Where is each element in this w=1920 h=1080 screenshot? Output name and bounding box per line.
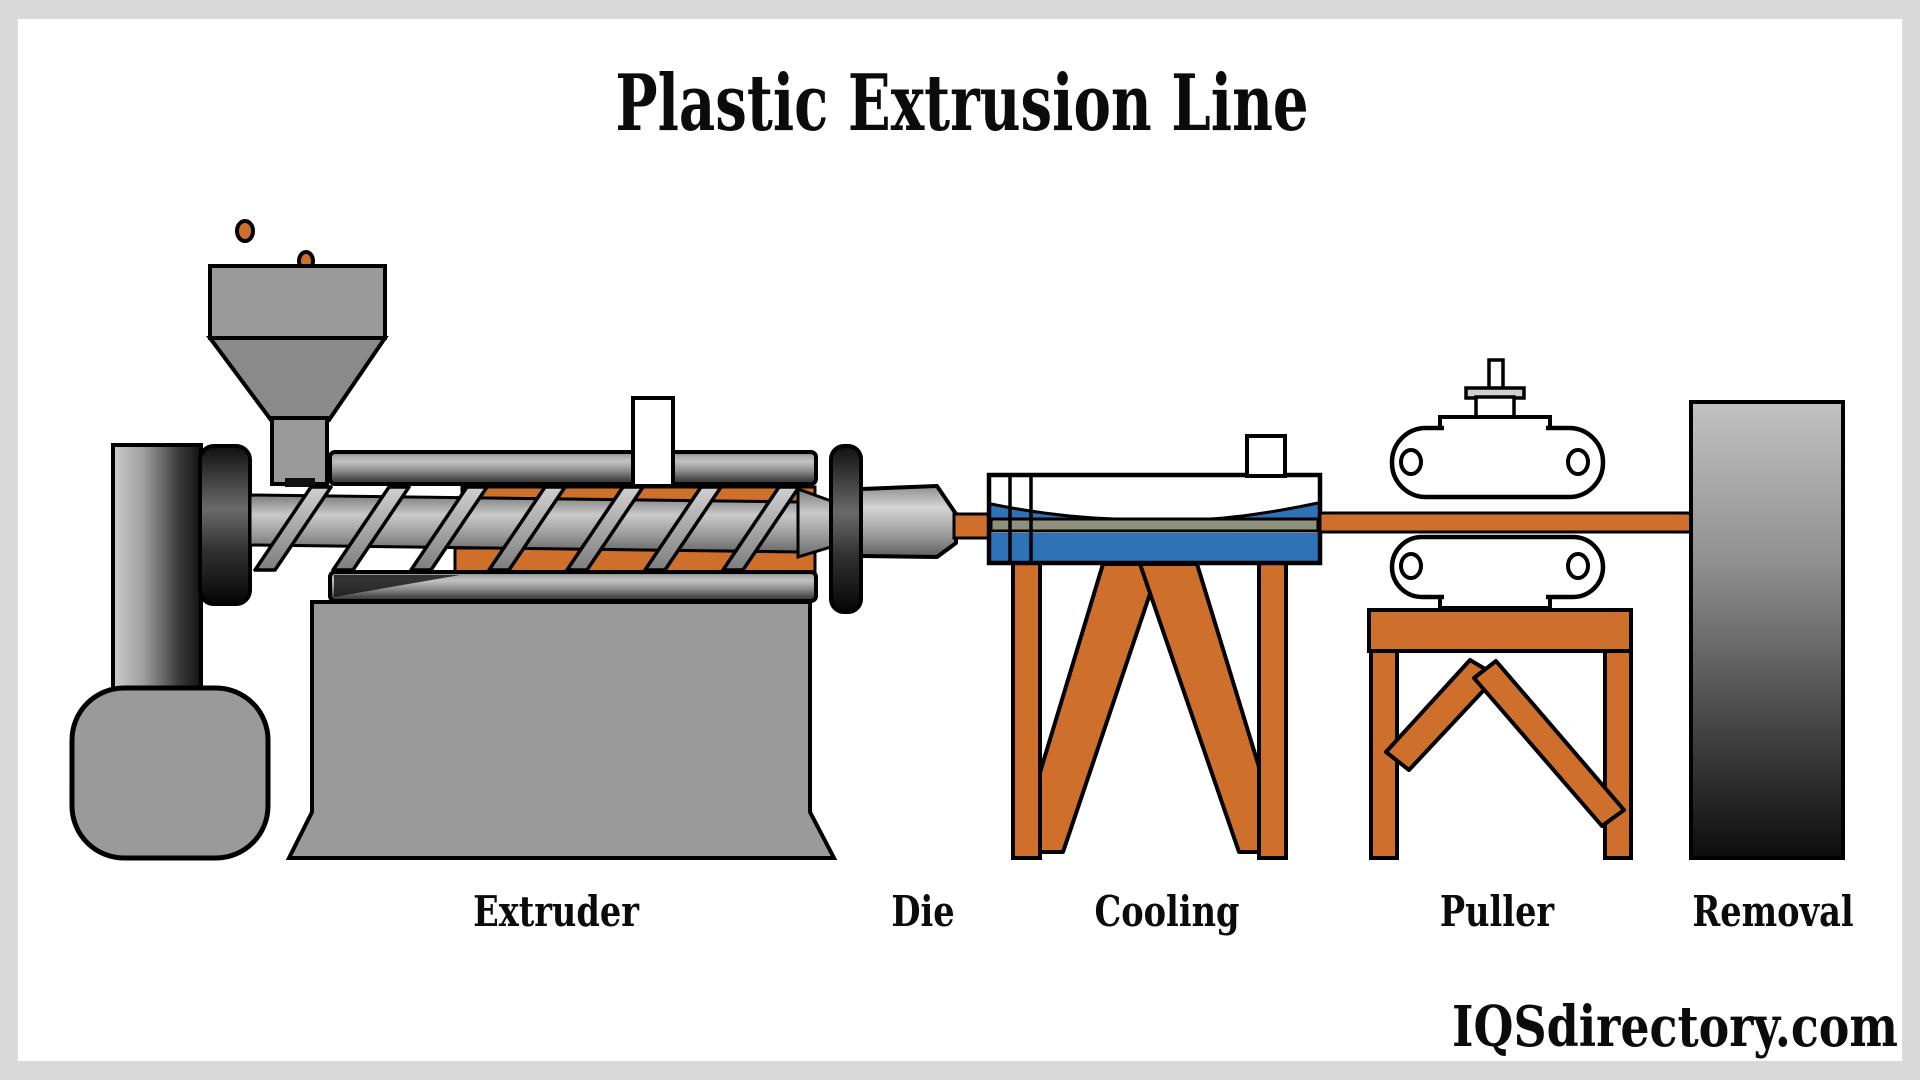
label-cooling: Cooling xyxy=(1095,886,1240,936)
cooling-assembly xyxy=(986,434,1323,860)
diagram-title: Plastic Extrusion Line xyxy=(615,58,1308,150)
extrudate-line xyxy=(1318,511,1695,534)
roller-bolt-hole xyxy=(1399,552,1423,580)
puller-table-top xyxy=(1367,608,1633,653)
stage-labels: Extruder Die Cooling Puller Removal xyxy=(473,886,1854,936)
roller-bolt-hole xyxy=(1399,448,1423,476)
cooled-extrudate-strand xyxy=(989,517,1320,533)
label-removal: Removal xyxy=(1692,886,1853,936)
puller-stand-leg xyxy=(1603,649,1633,860)
extrudate-from-die xyxy=(952,512,992,540)
motor-base xyxy=(69,685,271,861)
die-assembly xyxy=(796,444,992,614)
barrel-vent-port xyxy=(631,396,675,488)
hopper-body xyxy=(208,264,387,340)
puller-adjuster-pin xyxy=(1487,358,1505,392)
barrel-shadow xyxy=(334,575,460,597)
gearbox-housing xyxy=(198,444,252,606)
puller-assembly xyxy=(1367,358,1633,860)
extruder-pedestal xyxy=(285,600,838,860)
roller-step-join xyxy=(1444,424,1546,434)
extruder-assembly xyxy=(69,219,838,861)
feed-throat xyxy=(285,478,315,487)
motor-body xyxy=(111,443,203,691)
die-body xyxy=(859,484,958,559)
roller-step-join xyxy=(1444,591,1546,600)
water-body xyxy=(991,533,1318,561)
barrel-bottom xyxy=(328,570,818,603)
screw-tip-cone xyxy=(796,486,836,560)
puller-stand-brace xyxy=(1472,659,1626,828)
roller-bolt-hole xyxy=(1566,448,1590,476)
die-flange xyxy=(829,444,863,614)
label-puller: Puller xyxy=(1440,886,1555,936)
screw-flight xyxy=(253,485,333,572)
hopper-neck xyxy=(270,416,329,486)
label-die: Die xyxy=(891,886,954,936)
screw-flights xyxy=(253,485,801,572)
tank-vent xyxy=(1245,434,1287,478)
water-surface-fill xyxy=(991,503,1318,519)
roller-bolt-hole xyxy=(1566,552,1590,580)
takeup-roll xyxy=(1689,400,1845,860)
cooling-stand-leg xyxy=(1257,558,1288,860)
label-extruder: Extruder xyxy=(473,886,640,936)
pellet-icon xyxy=(235,219,255,243)
barrel-top xyxy=(328,450,818,486)
cooling-stand-leg xyxy=(1011,558,1042,860)
watermark: IQSdirectory.com xyxy=(1452,995,1898,1061)
